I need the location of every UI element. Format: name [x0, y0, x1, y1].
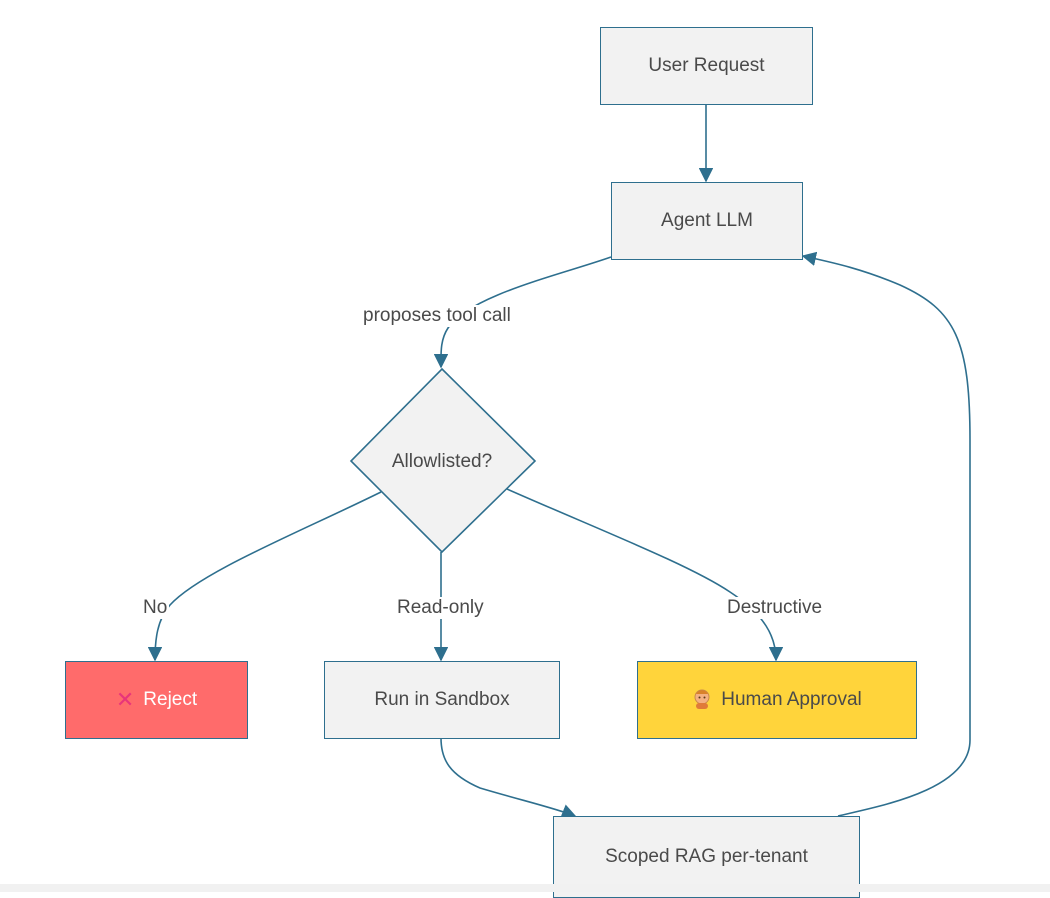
- bottom-scrollbar-track: [0, 884, 1050, 892]
- edge-label-no: No: [141, 597, 170, 619]
- reject-label: Reject: [143, 689, 198, 710]
- edge-label-read-only: Read-only: [395, 597, 486, 619]
- run-in-sandbox-node: Run in Sandbox: [324, 661, 560, 739]
- run-in-sandbox-label: Run in Sandbox: [374, 689, 510, 710]
- edge-label-destructive: Destructive: [725, 597, 825, 619]
- human-approval-label: Human Approval: [721, 689, 862, 710]
- human-approval-node: Human Approval: [637, 661, 917, 739]
- reject-node: ✕ Reject: [65, 661, 248, 739]
- user-request-node: User Request: [600, 27, 813, 105]
- agent-llm-node: Agent LLM: [611, 182, 803, 260]
- edge-rag-to-agent: [801, 251, 971, 817]
- edge-decision-to-approval: [506, 488, 784, 662]
- edge-decision-to-reject: [147, 491, 382, 662]
- person-icon: [692, 688, 712, 713]
- edge-label-proposes-tool-call: proposes tool call: [361, 305, 513, 327]
- cross-mark-icon: ✕: [115, 687, 135, 712]
- edge-sandbox-to-rag: [440, 737, 577, 818]
- allowlisted-label: Allowlisted?: [391, 451, 493, 472]
- user-request-label: User Request: [648, 55, 765, 76]
- scoped-rag-label: Scoped RAG per-tenant: [605, 846, 808, 867]
- allowlisted-decision-shape: [349, 367, 537, 554]
- agent-llm-label: Agent LLM: [661, 210, 753, 231]
